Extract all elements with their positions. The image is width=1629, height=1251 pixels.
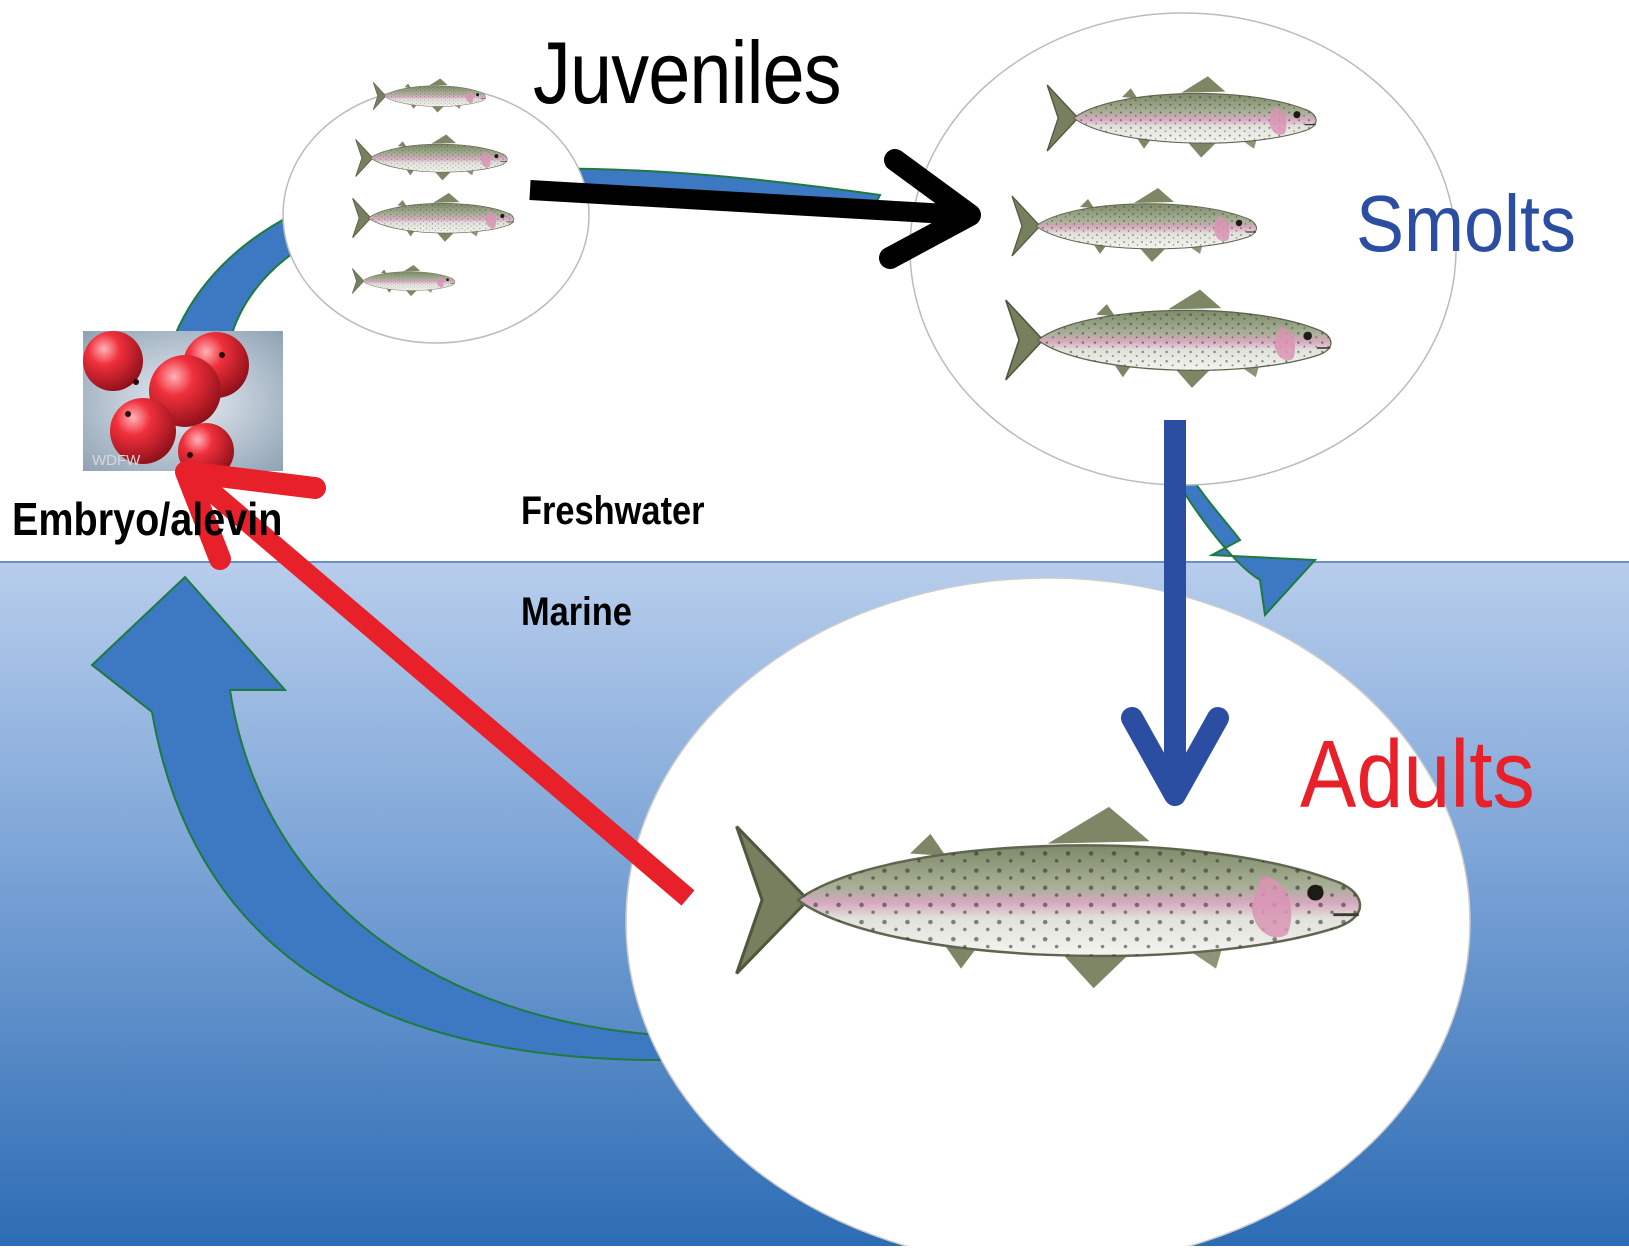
embryo-alevin-label: Embryo/alevin <box>12 492 282 546</box>
adults-label: Adults <box>1300 720 1535 830</box>
freshwater-label: Freshwater <box>521 489 705 534</box>
photo-watermark: WDFW <box>92 452 140 469</box>
smolts-label: Smolts <box>1356 178 1576 270</box>
juveniles-label: Juveniles <box>533 22 841 124</box>
marine-label: Marine <box>521 590 632 635</box>
